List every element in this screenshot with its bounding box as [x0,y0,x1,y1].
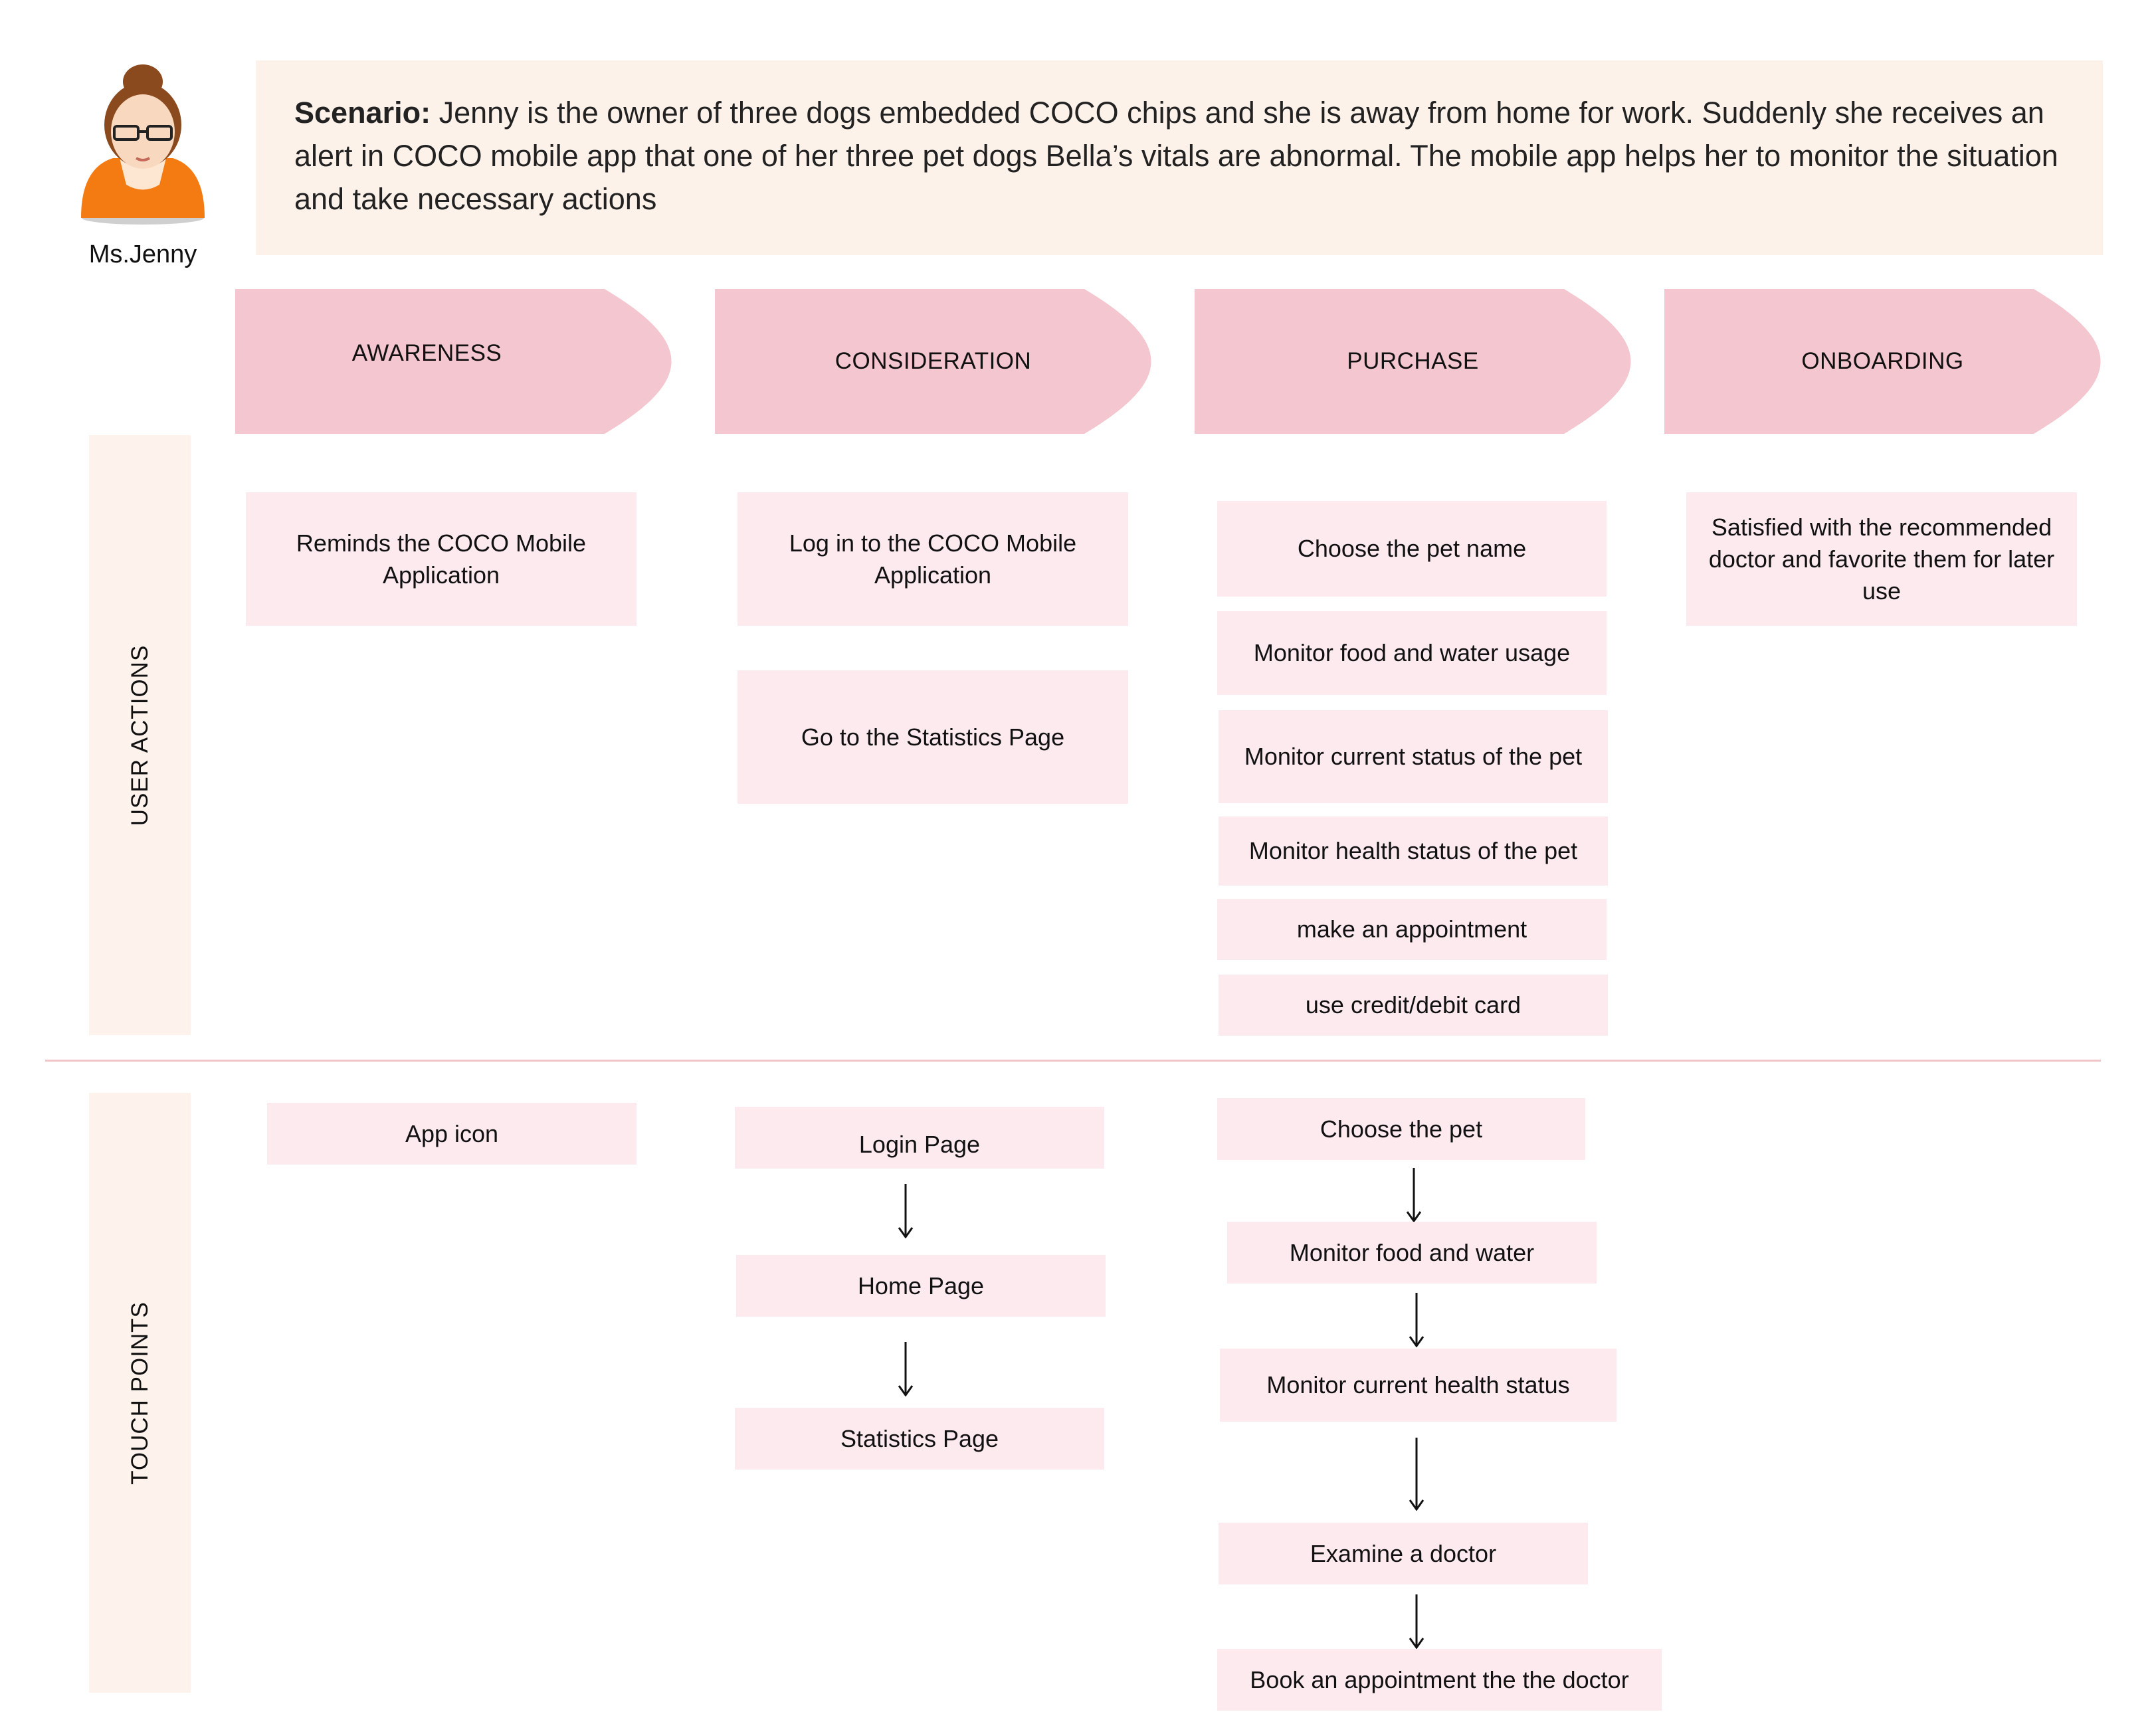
user-action-card: Log in to the COCO Mobile Application [737,492,1128,626]
user-action-card: Satisfied with the recommended doctor an… [1686,492,2077,626]
touch-point-card: Choose the pet [1217,1098,1585,1160]
persona-name: Ms.Jenny [88,240,197,268]
stage-arrow-shape [715,289,1151,434]
flow-arrow-icon [898,1184,914,1238]
flow-arrow-icon [1406,1168,1422,1222]
touch-point-card: Login Page [735,1107,1104,1169]
flow-arrow-icon [1409,1438,1424,1511]
flow-arrow-icon [1409,1594,1424,1649]
persona-avatar [73,52,213,231]
stage-purchase: PURCHASE [1195,289,1631,434]
stage-awareness: AWARENESS [235,289,672,434]
lane-touch-points: TOUCH POINTS [89,1093,191,1693]
stage-label: CONSIDERATION [834,348,1032,374]
user-action-card: Monitor food and water usage [1217,611,1607,695]
scenario-label: Scenario: [294,96,431,130]
section-divider [45,1060,2101,1062]
touch-point-card: Examine a doctor [1219,1523,1588,1584]
stage-arrow-shape [235,289,672,434]
touch-point-card: Statistics Page [735,1408,1104,1470]
stage-label: PURCHASE [1347,348,1479,374]
lane-user-actions: USER ACTIONS [89,435,191,1035]
stage-arrow-shape [1664,289,2101,434]
user-action-card: Monitor health status of the pet [1219,816,1608,886]
stage-onboarding: ONBOARDING [1664,289,2101,434]
scenario-text: Jenny is the owner of three dogs embedde… [294,96,2058,216]
lane-label: TOUCH POINTS [126,1301,153,1485]
user-action-card: make an appointment [1217,899,1607,960]
lane-label: USER ACTIONS [126,644,153,826]
touch-point-card: Monitor current health status [1220,1349,1617,1422]
touch-point-card: Monitor food and water [1227,1222,1597,1284]
user-action-card: use credit/debit card [1219,975,1608,1036]
user-action-card: Monitor current status of the pet [1219,710,1608,803]
touch-point-card: Book an appointment the the doctor [1217,1649,1662,1711]
touch-point-card: Home Page [736,1255,1106,1317]
flow-arrow-icon [898,1342,914,1396]
woman-avatar-icon [81,64,205,225]
scenario-panel: Scenario: Jenny is the owner of three do… [256,60,2103,255]
user-action-card: Choose the pet name [1217,501,1607,597]
stage-arrow-shape [1195,289,1631,434]
touch-point-card: App icon [267,1103,637,1165]
stage-label: ONBOARDING [1801,348,1964,374]
stage-label: AWARENESS [351,340,502,366]
stage-consideration: CONSIDERATION [715,289,1151,434]
user-action-card: Reminds the COCO Mobile Application [246,492,637,626]
user-action-card: Go to the Statistics Page [737,670,1128,804]
flow-arrow-icon [1409,1293,1424,1347]
